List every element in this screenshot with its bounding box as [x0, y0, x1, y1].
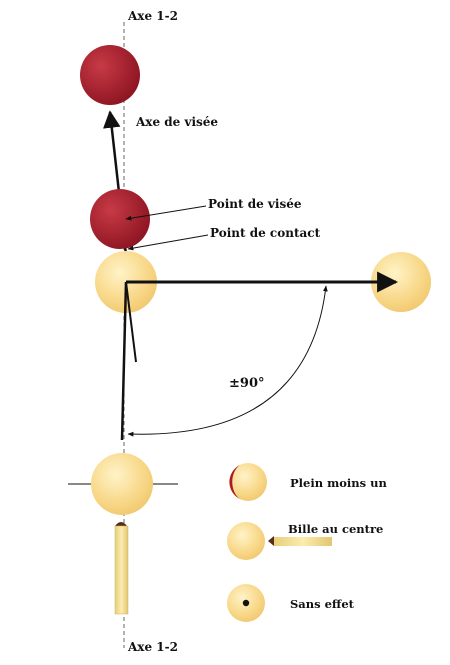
contact-point-pointer: [127, 234, 209, 251]
legend-ball-full-minus-one: [229, 463, 267, 501]
legend-red-edge: [229, 465, 240, 499]
aim-point-pointer: [125, 205, 207, 221]
axis-bottom-label: Axe 1-2: [127, 640, 178, 654]
angle-label: ±90°: [229, 376, 264, 391]
legend-cue-stick: [274, 537, 332, 546]
cue-stick: [114, 525, 129, 615]
legend-center-ball-label: Bille au centre: [288, 522, 383, 536]
ghost-ball-red: [90, 189, 150, 249]
legend-ball-center: [227, 522, 265, 560]
cue-tip: [115, 522, 127, 526]
legend-cue-tip: [268, 536, 274, 546]
target-ball-red: [80, 45, 140, 105]
legend-full-minus-one-label: Plein moins un: [290, 476, 387, 490]
cue-ball: [91, 453, 153, 515]
contact-point-label: Point de contact: [210, 226, 321, 240]
legend-contact-dot: [242, 599, 250, 607]
object-ball-right: [371, 252, 431, 312]
cue-ball-trajectory: [120, 281, 128, 441]
legend-no-effect-label: Sans effet: [290, 597, 355, 611]
axis-top-label: Axe 1-2: [127, 9, 178, 23]
aim-axis-label: Axe de visée: [135, 115, 218, 129]
aim-point-label: Point de visée: [208, 197, 302, 211]
angle-arc: [127, 285, 328, 437]
